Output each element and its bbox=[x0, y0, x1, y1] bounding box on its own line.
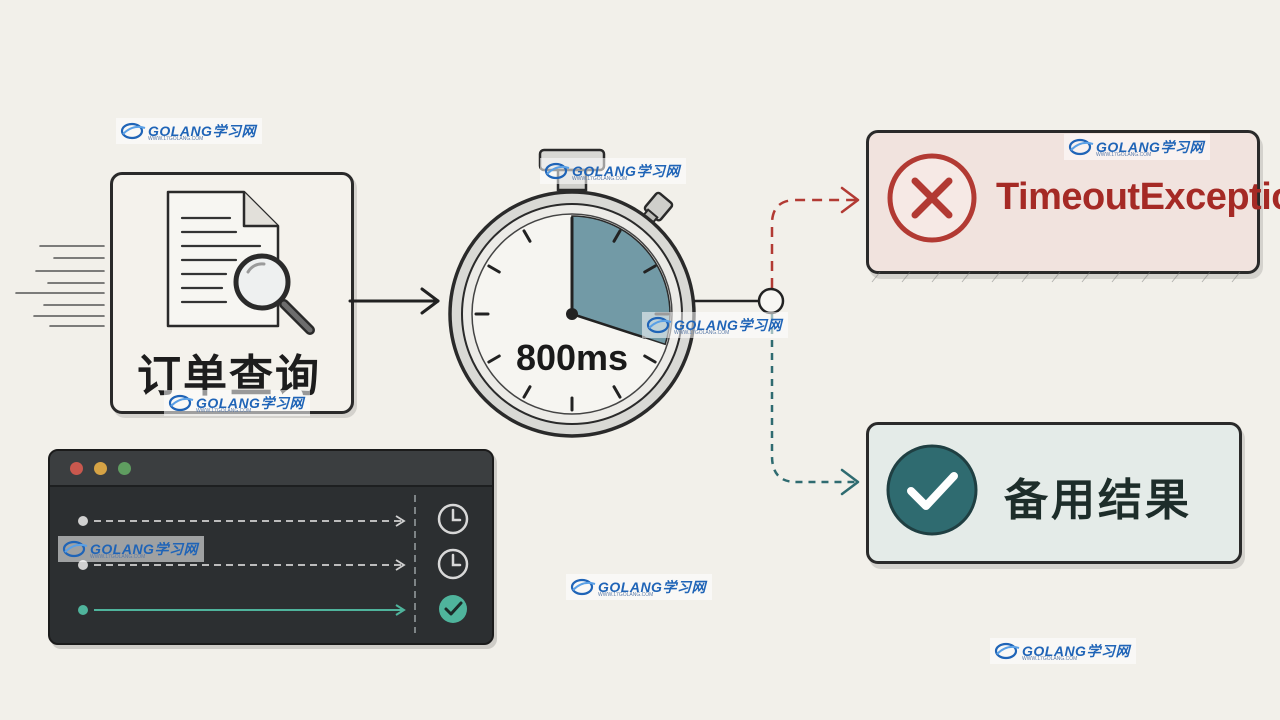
terminal-row-3 bbox=[78, 595, 467, 623]
terminal-title-bar bbox=[50, 451, 492, 487]
clock-icon bbox=[437, 503, 469, 535]
stopwatch-label: 800ms bbox=[516, 337, 628, 378]
watermark-text: GOLANG学习网 bbox=[598, 579, 706, 595]
stopwatch-tick bbox=[612, 385, 622, 399]
stopwatch-tick bbox=[522, 229, 532, 243]
globe-logo-icon bbox=[120, 122, 146, 140]
stopwatch-tick bbox=[487, 354, 501, 364]
minimize-dot bbox=[94, 462, 107, 475]
watermark-subtext: WWW.17GOLANG.COM bbox=[196, 408, 252, 414]
terminal-row-2 bbox=[78, 548, 469, 580]
globe-logo-icon bbox=[1068, 138, 1094, 156]
error-x-icon bbox=[887, 153, 977, 243]
globe-logo-icon bbox=[168, 394, 194, 412]
timeout-exception-label: TimeoutException bbox=[996, 176, 1280, 218]
maximize-dot bbox=[118, 462, 131, 475]
watermark-subtext: WWW.17GOLANG.COM bbox=[674, 330, 730, 336]
clock-icon bbox=[437, 548, 469, 580]
watermark-text: GOLANG学习网 bbox=[572, 163, 680, 179]
watermark-text: GOLANG学习网 bbox=[1096, 139, 1204, 155]
watermark-subtext: WWW.17GOLANG.COM bbox=[598, 592, 654, 598]
magnifier-icon bbox=[233, 253, 315, 335]
watermark-text: GOLANG学习网 bbox=[90, 541, 198, 557]
watermark-subtext: WWW.17GOLANG.COM bbox=[1022, 656, 1078, 662]
watermark-text: GOLANG学习网 bbox=[148, 123, 256, 139]
terminal-row-1 bbox=[78, 503, 469, 535]
stopwatch-tick bbox=[643, 264, 657, 274]
watermark-subtext: WWW.17GOLANG.COM bbox=[1096, 152, 1152, 158]
globe-logo-icon bbox=[994, 642, 1020, 660]
stopwatch-icon: 800ms bbox=[448, 148, 696, 438]
globe-logo-icon bbox=[544, 162, 570, 180]
terminal-rows bbox=[78, 495, 469, 633]
arrow-to-stopwatch bbox=[348, 287, 440, 315]
watermark-subtext: WWW.17GOLANG.COM bbox=[90, 554, 146, 560]
check-icon bbox=[439, 595, 467, 623]
watermark-text: GOLANG学习网 bbox=[196, 395, 304, 411]
card-shadow-hatching bbox=[871, 271, 1241, 283]
watermark-text: GOLANG学习网 bbox=[1022, 643, 1130, 659]
stopwatch-tick bbox=[643, 354, 657, 364]
fallback-result-label: 备用结果 bbox=[1004, 475, 1192, 526]
close-dot bbox=[70, 462, 83, 475]
branch-connectors bbox=[694, 186, 860, 496]
watermark-subtext: WWW.17GOLANG.COM bbox=[572, 176, 628, 182]
globe-logo-icon bbox=[646, 316, 672, 334]
stopwatch-tick bbox=[487, 264, 501, 274]
watermark-subtext: WWW.17GOLANG.COM bbox=[148, 136, 204, 142]
globe-logo-icon bbox=[570, 578, 596, 596]
stopwatch-tick bbox=[612, 229, 622, 243]
stopwatch-tick bbox=[522, 385, 532, 399]
watermark-text: GOLANG学习网 bbox=[674, 317, 782, 333]
speed-lines bbox=[15, 245, 105, 327]
check-icon bbox=[886, 444, 978, 536]
globe-logo-icon bbox=[62, 540, 88, 558]
